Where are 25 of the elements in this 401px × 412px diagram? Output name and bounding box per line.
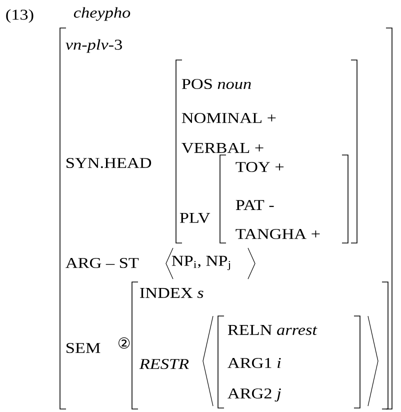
feature-text: RELN arrest [228,325,318,335]
feature-text: vn-plv-3 [66,39,122,53]
feature-text: TANGHA + [236,229,320,240]
feature-text: TOY + [236,162,284,172]
title: cheypho [74,7,130,21]
feature-text: ② [118,337,130,349]
feature-text: PAT - [236,200,274,210]
attribute-value-matrix [220,154,348,244]
feature-text: POS noun [182,78,251,90]
feature-text: SYN.HEAD [66,158,152,168]
feature-text: SEM [66,343,100,354]
feature-text: ARG1 i [228,358,281,368]
feature-text: NP$_{i}$, NP$_{j}$ [172,256,230,270]
attribute-value-matrix [132,282,388,410]
feature-text: ARG – ST [66,258,139,268]
feature-text: PLV [180,213,210,223]
attribute-value-matrix [218,316,360,408]
feature-text: INDEX s [140,288,204,298]
feature-text: NOMINAL + [182,113,276,124]
example-number: (13) [6,9,34,23]
feature-text: ARG2 j [228,388,281,402]
attribute-value-matrix [60,28,392,410]
attribute-value-matrix [176,60,358,244]
feature-text: VERBAL + [182,142,264,154]
feature-text: RESTR [139,359,189,370]
